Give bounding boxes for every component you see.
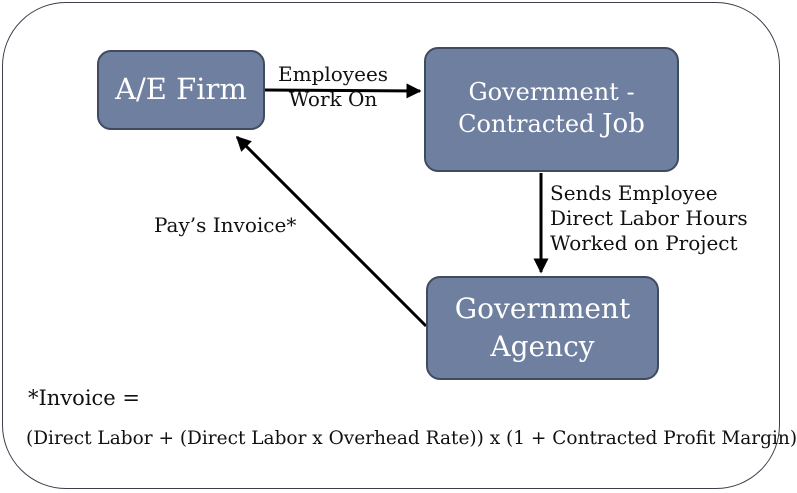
edge-label-line: Work On (288, 87, 378, 111)
node-government-agency: Government Agency (426, 276, 659, 380)
node-ae-firm: A/E Firm (97, 50, 265, 130)
node-job-line2a: Contracted (458, 110, 603, 139)
node-job-line2: Contracted Job (458, 108, 645, 142)
edge-label-line: Direct Labor Hours (550, 206, 748, 230)
node-job-line1: Government - (468, 78, 635, 106)
footnote-title: *Invoice = (28, 386, 141, 410)
edge-label-line: Worked on Project (550, 231, 738, 255)
arrow-firm-to-job (264, 83, 422, 99)
edge-label-employees-work-on: Employees Work On (278, 62, 388, 112)
edge-label-line: Sends Employee (550, 181, 718, 205)
diagram-frame (2, 2, 780, 489)
footnote-formula: (Direct Labor + (Direct Labor x Overhead… (26, 428, 797, 449)
arrow-agency-to-firm (235, 135, 428, 328)
edge-label-sends-hours: Sends Employee Direct Labor Hours Worked… (550, 181, 748, 256)
node-ae-firm-label: A/E Firm (115, 72, 247, 107)
node-agency-line1: Government (454, 292, 631, 326)
edge-label-line: Employees (278, 62, 389, 86)
node-contracted-job: Government - Contracted Job (424, 47, 679, 172)
node-agency-line2: Agency (490, 330, 595, 363)
edge-label-pays-invoice: Pay’s Invoice* (154, 213, 297, 237)
node-job-line2b: Job (602, 109, 645, 140)
